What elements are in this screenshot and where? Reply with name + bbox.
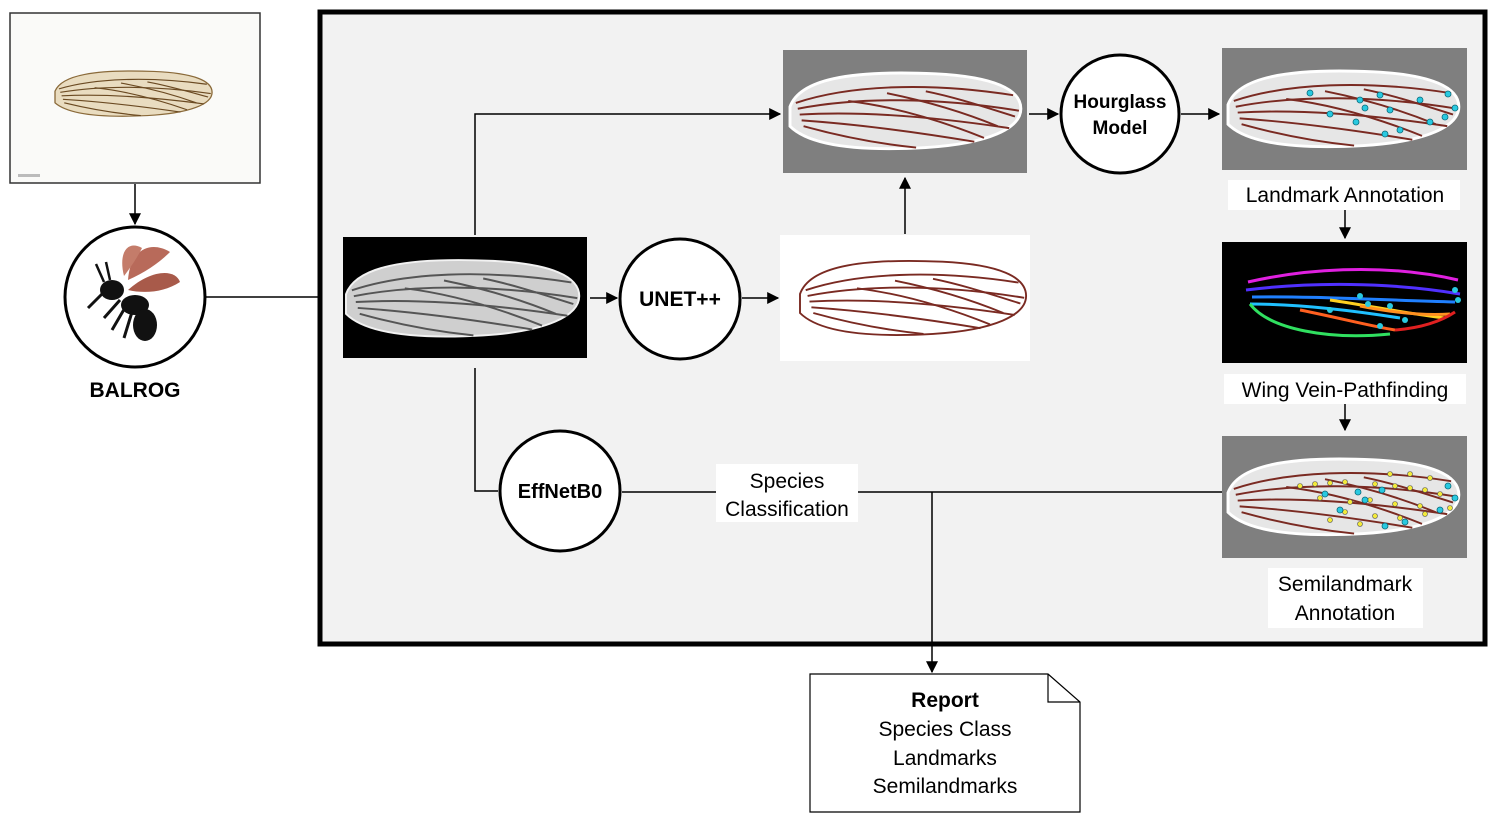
landmark-image (1222, 48, 1467, 170)
semilandmark-caption-line2: Annotation (1295, 602, 1395, 625)
effnet-label: EffNetB0 (518, 481, 602, 503)
species-caption-line2: Classification (725, 498, 849, 521)
unet-label: UNET++ (639, 288, 721, 311)
hourglass-label-line2: Model (1093, 118, 1148, 139)
report-line-species: Species Class (878, 718, 1011, 741)
balrog-logo: BALROG (63, 225, 207, 402)
logo-label: BALROG (90, 379, 181, 402)
semilandmark-caption-line1: Semilandmark (1278, 573, 1413, 596)
hourglass-node: Hourglass Model (1059, 53, 1181, 175)
pathfinding-caption: Wing Vein-Pathfinding (1242, 379, 1449, 402)
hourglass-label-line1: Hourglass (1074, 92, 1167, 113)
report-line-landmarks: Landmarks (893, 747, 997, 770)
input-wing-photo (9, 12, 261, 184)
effnet-node: EffNetB0 (498, 429, 622, 553)
unet-node: UNET++ (618, 237, 742, 361)
landmark-caption: Landmark Annotation (1246, 184, 1444, 207)
mosquito-icon (86, 245, 180, 341)
segmented-veins-image (780, 235, 1030, 361)
pathfinding-image (1222, 242, 1467, 363)
species-caption-line1: Species (750, 470, 825, 493)
report-title: Report (911, 689, 979, 712)
report-line-semilandmarks: Semilandmarks (873, 775, 1018, 798)
preprocessed-wing-image (343, 237, 587, 358)
masked-wing-image (783, 50, 1027, 173)
semilandmark-image (1222, 436, 1467, 558)
report-document: Report Species Class Landmarks Semilandm… (809, 673, 1081, 813)
